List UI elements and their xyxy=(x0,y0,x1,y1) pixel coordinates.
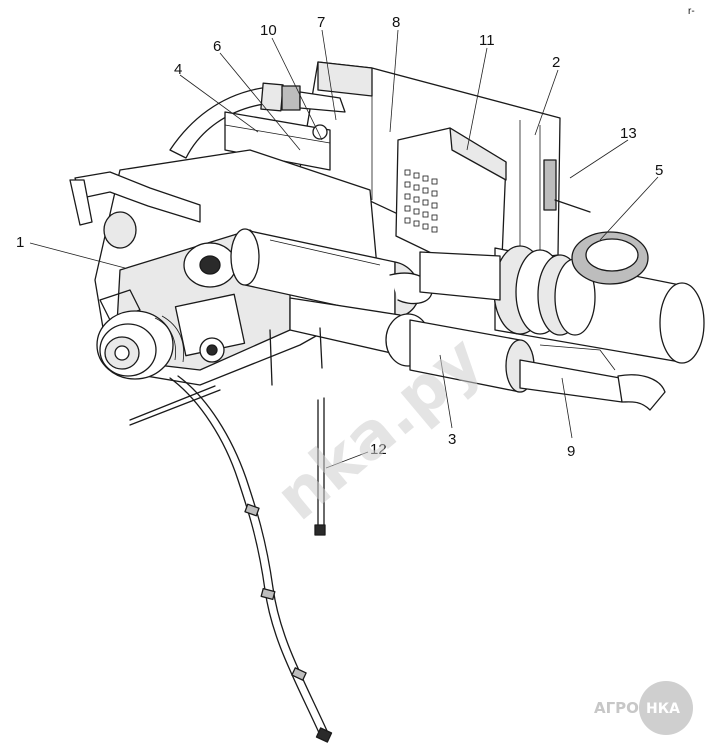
support-frame xyxy=(129,327,326,536)
callout-13: 13 xyxy=(620,125,637,142)
leader-4 xyxy=(179,74,259,133)
exhaust-pipe xyxy=(230,228,433,319)
intake-pipe xyxy=(169,82,346,159)
callout-numbers: 1 2 3 4 5 6 7 8 9 10 11 12 13 xyxy=(16,14,663,460)
callout-3: 3 xyxy=(448,431,456,448)
callout-7: 7 xyxy=(317,14,325,31)
callout-5: 5 xyxy=(655,162,663,179)
callout-10: 10 xyxy=(260,22,277,39)
leader-6 xyxy=(219,52,301,151)
leader-10 xyxy=(271,37,323,141)
agronka-logo: АГРО НКА xyxy=(594,681,693,735)
watermark: nka.py xyxy=(262,322,496,535)
leader-2 xyxy=(534,69,559,136)
leader-3 xyxy=(439,354,453,429)
crank-pulley xyxy=(96,310,185,380)
callout-1: 1 xyxy=(16,234,24,251)
leader-9 xyxy=(561,377,573,439)
drain-hose xyxy=(169,375,333,743)
corner-mark: r- xyxy=(688,6,695,17)
callout-12: 12 xyxy=(370,441,387,458)
callout-2: 2 xyxy=(552,54,560,71)
logo-circle xyxy=(639,681,693,735)
air-filter-cylinder xyxy=(419,231,705,364)
logo-left-text: АГРО xyxy=(594,699,639,717)
engine-drawing xyxy=(69,61,705,743)
leader-7 xyxy=(321,29,337,121)
turbocharger xyxy=(69,171,237,288)
callout-6: 6 xyxy=(213,38,221,55)
leader-1 xyxy=(29,242,126,269)
callout-11: 11 xyxy=(479,32,495,49)
logo-right-text: НКА xyxy=(646,701,680,717)
leader-13 xyxy=(569,139,629,179)
leader-5 xyxy=(599,176,659,241)
leader-11 xyxy=(466,47,488,151)
leader-12 xyxy=(325,451,369,469)
intercooler xyxy=(224,111,331,171)
leader-8 xyxy=(389,29,399,133)
callout-8: 8 xyxy=(392,14,400,31)
air-cleaner-box xyxy=(395,127,507,263)
callout-4: 4 xyxy=(174,61,182,78)
callout-9: 9 xyxy=(567,443,575,460)
leader-lines xyxy=(29,29,659,469)
muffler xyxy=(289,297,666,411)
